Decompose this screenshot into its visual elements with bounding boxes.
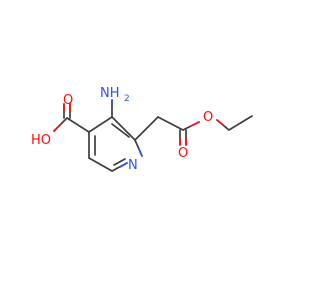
bond-c5-c6 <box>88 157 113 172</box>
amino-subscript: 2 <box>124 94 130 104</box>
ester-carbonyl-o-label: O <box>178 146 188 161</box>
bond-c4-cooh <box>66 117 90 133</box>
bond-c-oh-red <box>53 124 61 132</box>
bond-ch2-c <box>157 116 184 131</box>
bond-n-ring-blue-b <box>138 148 143 157</box>
bond-c2-c3-inner <box>111 123 130 138</box>
bond-n-ring-blue-a <box>119 162 128 168</box>
bond-c6-n1-inner <box>113 158 126 166</box>
bond-c2-ch2 <box>134 116 159 141</box>
acid-carbonyl-o-label: O <box>63 93 73 108</box>
hydroxyl-label: HO <box>31 133 51 148</box>
ring-nitrogen-label: N <box>128 158 138 173</box>
bond-ch2-ch3 <box>228 115 253 131</box>
structure-canvas: NH 2 HO O N O O <box>31 86 253 173</box>
molecule-structure: NH 2 HO O N O O <box>31 86 253 173</box>
bond-c2-c3 <box>111 116 136 141</box>
bond-o-ch2-red <box>216 119 224 126</box>
amino-label: NH <box>100 86 120 101</box>
bond-c3-c4 <box>88 116 113 133</box>
bond-o-c-red <box>190 121 200 127</box>
ester-o-label: O <box>203 110 213 125</box>
